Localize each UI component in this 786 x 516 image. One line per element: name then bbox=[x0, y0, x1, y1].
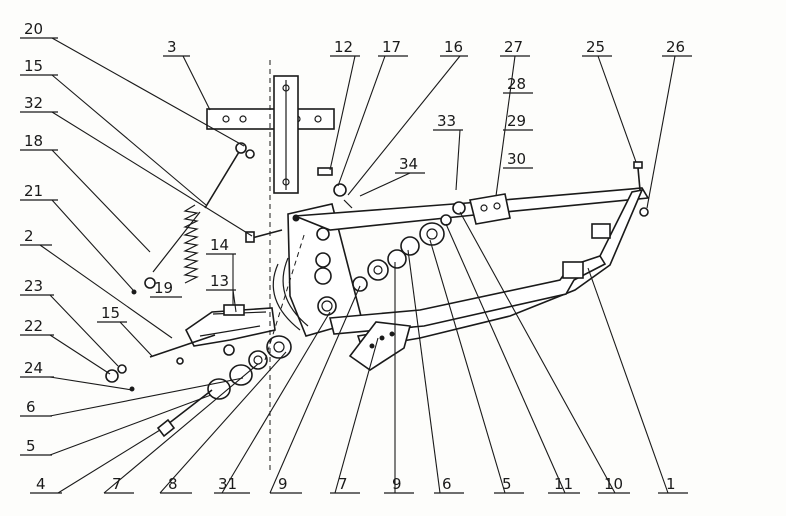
label-9-right: 9 bbox=[392, 475, 402, 493]
label-22: 22 bbox=[24, 317, 43, 335]
leader-lines bbox=[39, 37, 676, 494]
label-3: 3 bbox=[167, 38, 177, 56]
label-33: 33 bbox=[437, 112, 456, 130]
part-31-side-plate bbox=[287, 203, 363, 337]
label-17: 17 bbox=[382, 38, 401, 56]
label-5-left: 5 bbox=[26, 437, 36, 455]
label-1: 1 bbox=[666, 475, 676, 493]
label-25: 25 bbox=[586, 38, 605, 56]
label-29: 29 bbox=[507, 112, 526, 130]
label-24: 24 bbox=[24, 359, 43, 377]
label-2: 2 bbox=[24, 227, 34, 245]
part-18-coil-spring bbox=[183, 204, 199, 284]
left-washer-stack bbox=[207, 335, 292, 400]
center-washer-stack bbox=[352, 201, 466, 292]
label-6-right: 6 bbox=[442, 475, 452, 493]
label-19: 19 bbox=[154, 279, 173, 297]
label-28: 28 bbox=[507, 75, 526, 93]
label-30: 30 bbox=[507, 150, 526, 168]
label-9-left: 9 bbox=[278, 475, 288, 493]
part-4-bolt bbox=[156, 389, 213, 438]
label-16: 16 bbox=[444, 38, 463, 56]
label-4: 4 bbox=[36, 475, 46, 493]
label-15-bottom: 15 bbox=[101, 304, 120, 322]
label-10: 10 bbox=[604, 475, 623, 493]
label-14: 14 bbox=[210, 236, 229, 254]
part-25-bolt bbox=[633, 161, 649, 217]
part-3-cross-bracket bbox=[206, 75, 335, 194]
label-11: 11 bbox=[554, 475, 573, 493]
label-18: 18 bbox=[24, 132, 43, 150]
label-5-right: 5 bbox=[502, 475, 512, 493]
label-7-right: 7 bbox=[338, 475, 348, 493]
label-26: 26 bbox=[666, 38, 685, 56]
label-7-left: 7 bbox=[112, 475, 122, 493]
label-32: 32 bbox=[24, 94, 43, 112]
label-8: 8 bbox=[168, 475, 178, 493]
label-12: 12 bbox=[334, 38, 353, 56]
label-15-top: 15 bbox=[24, 57, 43, 75]
label-20: 20 bbox=[24, 20, 43, 38]
label-6-left: 6 bbox=[26, 398, 36, 416]
part-16-nut bbox=[317, 167, 353, 209]
label-27: 27 bbox=[504, 38, 523, 56]
part-32-damper bbox=[152, 142, 255, 273]
label-34: 34 bbox=[399, 155, 418, 173]
label-13: 13 bbox=[210, 272, 229, 290]
part-15-lower-rod bbox=[149, 334, 216, 365]
part-27-right-bracket bbox=[469, 193, 511, 225]
label-31: 31 bbox=[218, 475, 237, 493]
bolt-near-bracket bbox=[245, 229, 283, 243]
label-23: 23 bbox=[24, 277, 43, 295]
part-number-labels: 20 3 12 17 16 27 25 26 15 28 32 29 33 18… bbox=[24, 20, 685, 493]
label-21: 21 bbox=[24, 182, 43, 200]
label-underlines bbox=[20, 37, 692, 494]
part-19-nut bbox=[131, 277, 156, 295]
axis-line bbox=[264, 231, 306, 361]
